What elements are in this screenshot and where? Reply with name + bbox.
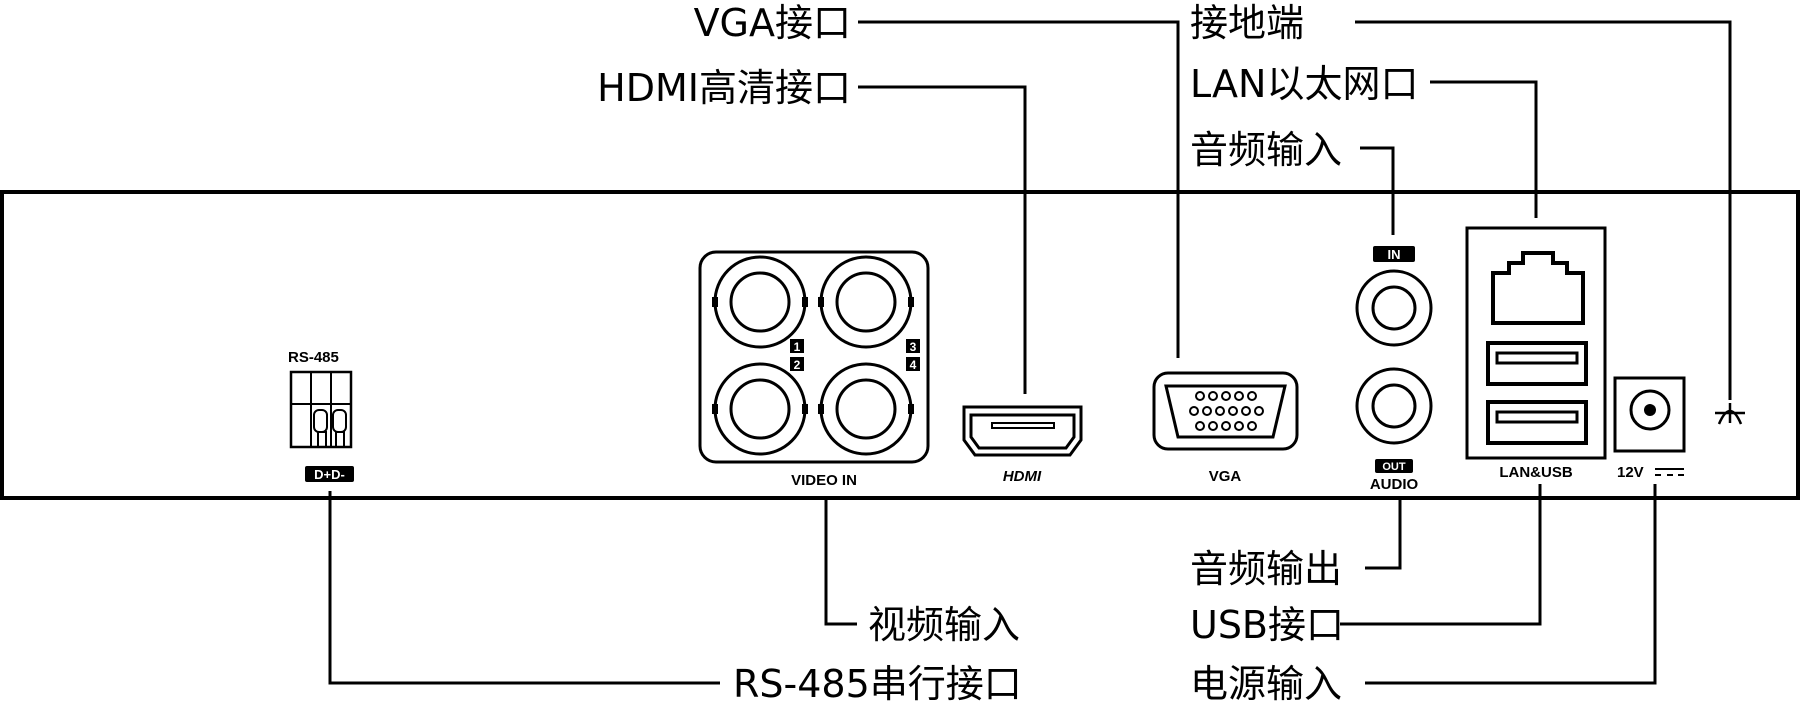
- voltage-label: 12V: [1617, 464, 1644, 481]
- hdmi-port: HDMI: [962, 405, 1083, 485]
- bnc-connector-1: [712, 255, 808, 349]
- usb-port-2: [1486, 400, 1588, 445]
- rs485-label: RS-485: [288, 349, 339, 366]
- callout-audio-in: 音频输入: [1190, 128, 1342, 172]
- usb-port-1: [1486, 341, 1588, 386]
- callout-rs485: RS-485串行接口: [733, 662, 1022, 706]
- lan-usb-label: LAN&USB: [1499, 464, 1572, 481]
- audio-out-jack: [1355, 367, 1433, 445]
- ground-icon: [1715, 403, 1745, 425]
- callout-power: 电源输入: [1190, 662, 1342, 706]
- audio-ports: IN OUT AUDIO: [1355, 246, 1433, 493]
- channel-4-label: 4: [910, 358, 917, 372]
- vga-port: VGA: [1152, 371, 1299, 485]
- callouts: VGA接口 HDMI高清接口 接地端 LAN以太网口 音频输入 视频输入 RS-…: [597, 1, 1418, 706]
- video-in-block: 1 2 3 4 VIDEO IN: [698, 250, 930, 489]
- hdmi-panel-label: HDMI: [1003, 468, 1042, 485]
- bnc-connector-3: [818, 255, 914, 349]
- lan-port: [1491, 251, 1585, 325]
- channel-2-label: 2: [794, 358, 801, 372]
- lan-usb-block: LAN&USB: [1465, 226, 1607, 481]
- audio-out-label: OUT: [1382, 461, 1406, 473]
- audio-label: AUDIO: [1370, 476, 1419, 493]
- audio-in-label: IN: [1388, 247, 1401, 262]
- leader-lines: [328, 20, 1732, 685]
- callout-video-in: 视频输入: [868, 603, 1020, 647]
- callout-ground: 接地端: [1190, 1, 1304, 45]
- video-in-label: VIDEO IN: [791, 472, 857, 489]
- callout-audio-out: 音频输出: [1190, 547, 1342, 591]
- channel-3-label: 3: [910, 340, 917, 354]
- bnc-connector-4: [818, 362, 914, 456]
- power-input: 12V: [1613, 376, 1686, 481]
- channel-1-label: 1: [794, 340, 801, 354]
- callout-vga: VGA接口: [694, 1, 851, 45]
- rs485-terminal: RS-485 D+D-: [288, 349, 354, 482]
- bnc-connector-2: [712, 362, 808, 456]
- callout-lan: LAN以太网口: [1190, 62, 1418, 106]
- audio-in-jack: [1355, 269, 1433, 347]
- callout-usb: USB接口: [1190, 603, 1344, 647]
- callout-hdmi: HDMI高清接口: [597, 66, 851, 110]
- vga-panel-label: VGA: [1209, 468, 1242, 485]
- d-plus-minus-label: D+D-: [314, 467, 345, 482]
